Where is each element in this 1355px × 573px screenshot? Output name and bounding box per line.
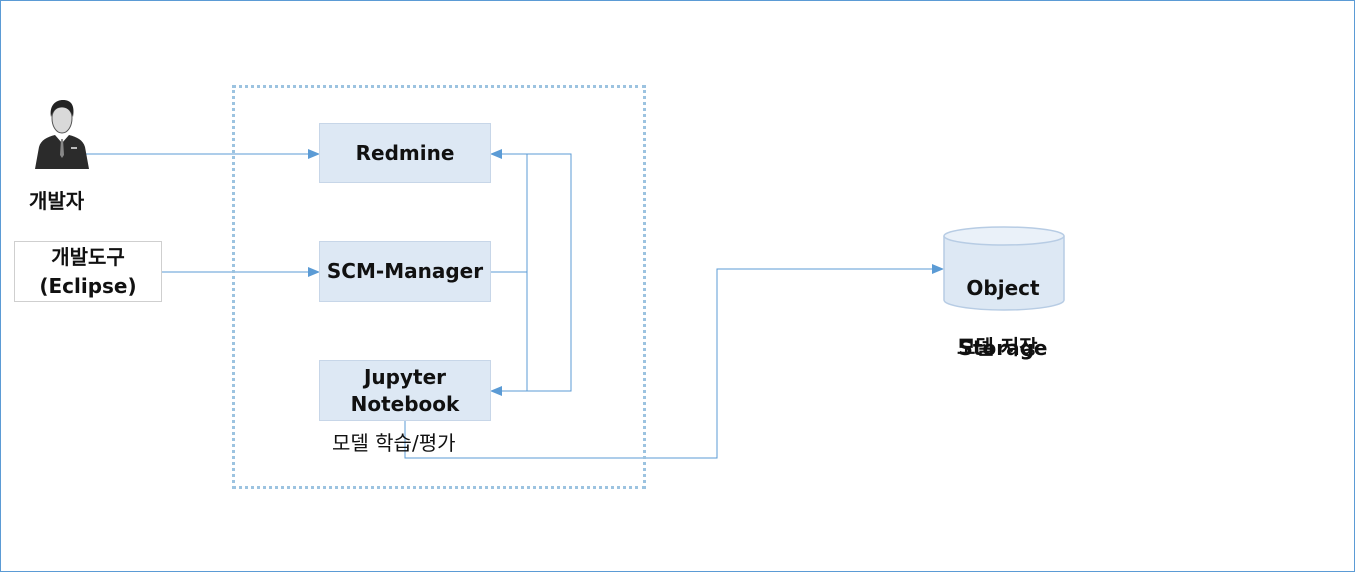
redmine-box: Redmine	[319, 123, 491, 183]
cylinder-database-icon	[943, 226, 1065, 311]
jupyter-notebook-box: Jupyter Notebook	[319, 360, 491, 421]
object-storage-label: Object Storage	[943, 243, 1063, 393]
scm-manager-box: SCM-Manager	[319, 241, 491, 302]
person-in-suit-icon	[35, 100, 89, 169]
storage-label-line2: Storage	[958, 336, 1048, 360]
arrow-redmine-jupyter-loop	[527, 153, 572, 392]
jupyter-label-line1: Jupyter	[363, 364, 447, 389]
redmine-label: Redmine	[355, 140, 455, 165]
tool-subtitle: (Eclipse)	[39, 273, 137, 298]
scm-manager-label: SCM-Manager	[326, 259, 484, 283]
arrow-scm-to-redmine	[490, 149, 528, 273]
developer-label: 개발자	[29, 189, 85, 213]
jupyter-label-line2: Notebook	[350, 391, 460, 416]
storage-caption: 모델 저장	[957, 335, 1038, 359]
storage-label-line1: Object	[966, 276, 1040, 300]
system-group-boundary	[232, 85, 646, 489]
jupyter-caption: 모델 학습/평가	[332, 431, 456, 455]
arrow-jupyter-to-storage	[404, 264, 944, 459]
eclipse-tool-box: 개발도구 (Eclipse)	[14, 241, 162, 302]
tool-name: 개발도구	[51, 244, 125, 269]
